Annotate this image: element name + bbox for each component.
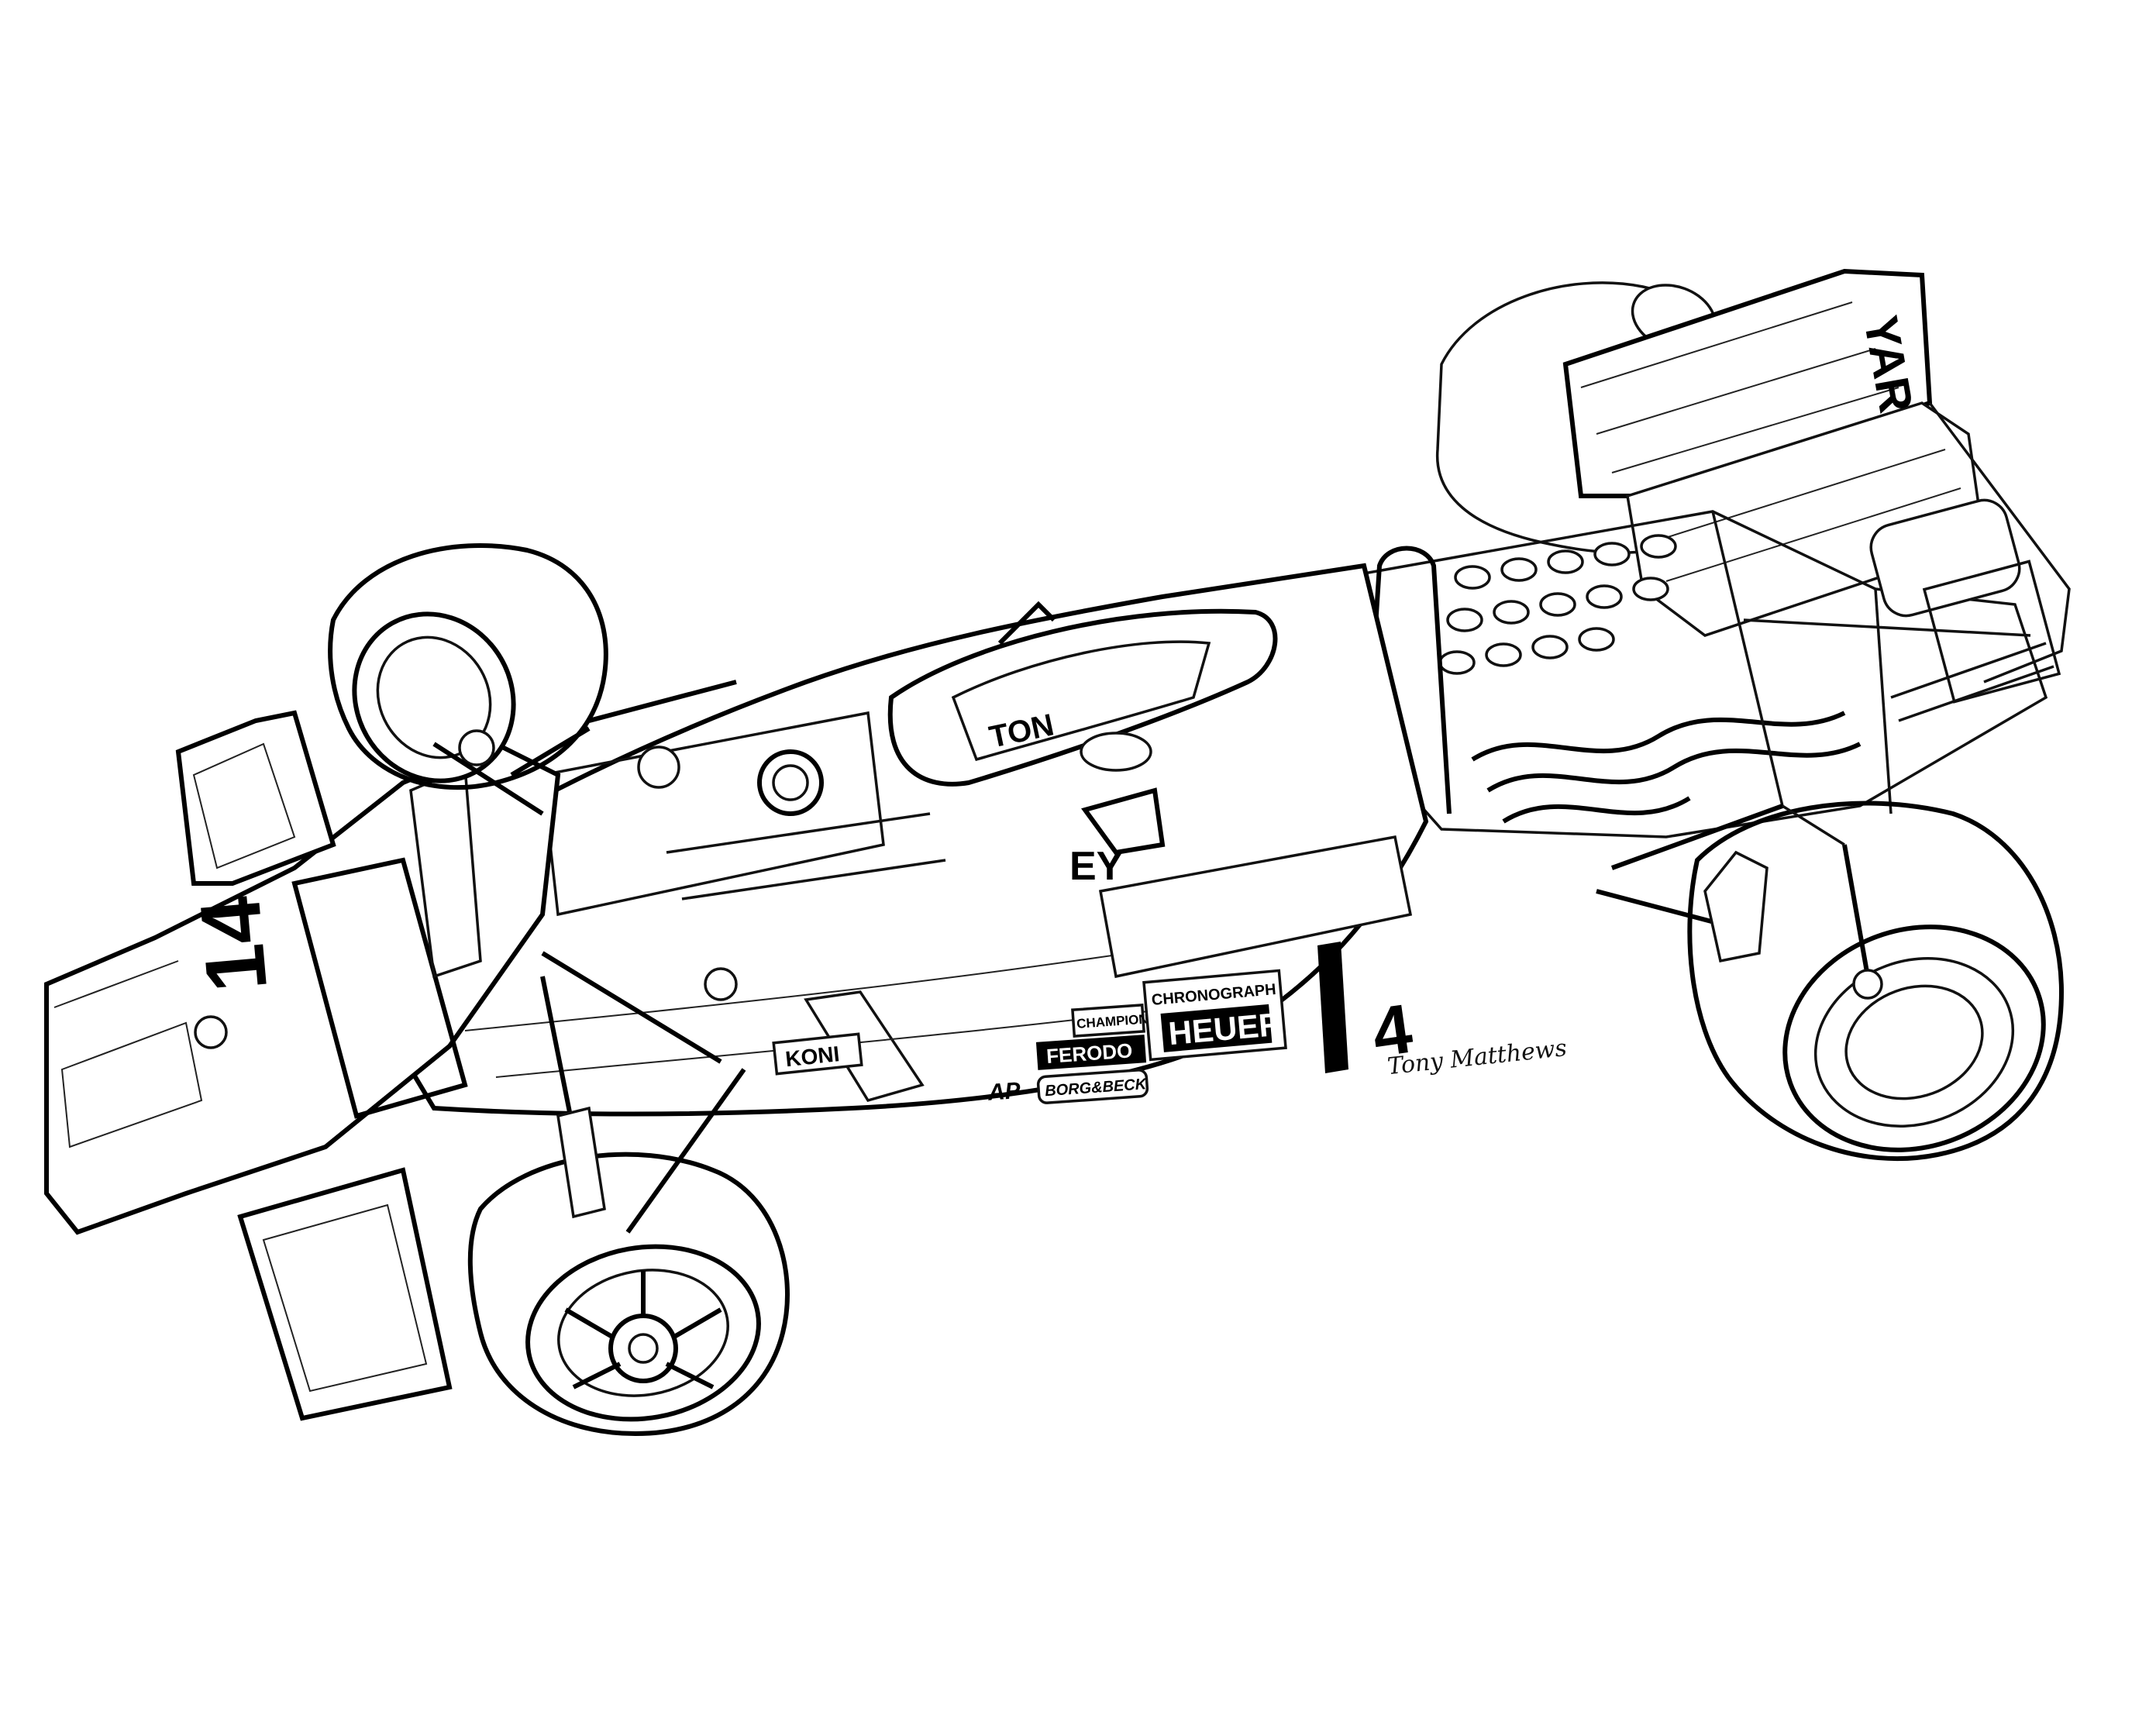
borg-beck-decal: BORG&BECK	[1036, 1069, 1149, 1104]
heuer-decal: CHRONOGRAPH HEUER	[1142, 969, 1287, 1062]
champion-decal: CHAMPION	[1071, 1004, 1149, 1038]
nose: 14	[44, 741, 561, 1235]
front-right-tyre	[328, 543, 608, 790]
exhaust-pipes	[1471, 642, 2054, 824]
front-wing-top	[175, 710, 336, 886]
fuel-bay	[541, 711, 946, 1001]
front-suspension	[432, 680, 746, 1234]
artist-signature: Tony Matthews	[1386, 1035, 1569, 1080]
rear-wing: YAR	[1562, 268, 2071, 684]
nose-race-number: 14	[182, 893, 285, 996]
front-wing-bottom	[237, 1167, 453, 1421]
rear-left-tyre	[1687, 801, 2065, 1162]
rear-suspension	[1596, 804, 1883, 1000]
koni-text: KONI	[784, 1042, 841, 1071]
ferodo-decal: FERODO	[1035, 1035, 1147, 1070]
sponsor-decals: KONI CHAMPION FERODO CHRONOGRAPH HEUER A…	[772, 969, 1417, 1106]
cockpit: TON EY	[887, 601, 1278, 889]
front-left-tyre	[467, 1152, 790, 1437]
intake-trumpets	[1438, 534, 1677, 675]
engine-bay	[1362, 498, 2061, 838]
koni-decal: KONI	[772, 1032, 863, 1076]
ap-text: AP	[987, 1078, 1022, 1106]
ap-decal: AP	[987, 1078, 1022, 1106]
